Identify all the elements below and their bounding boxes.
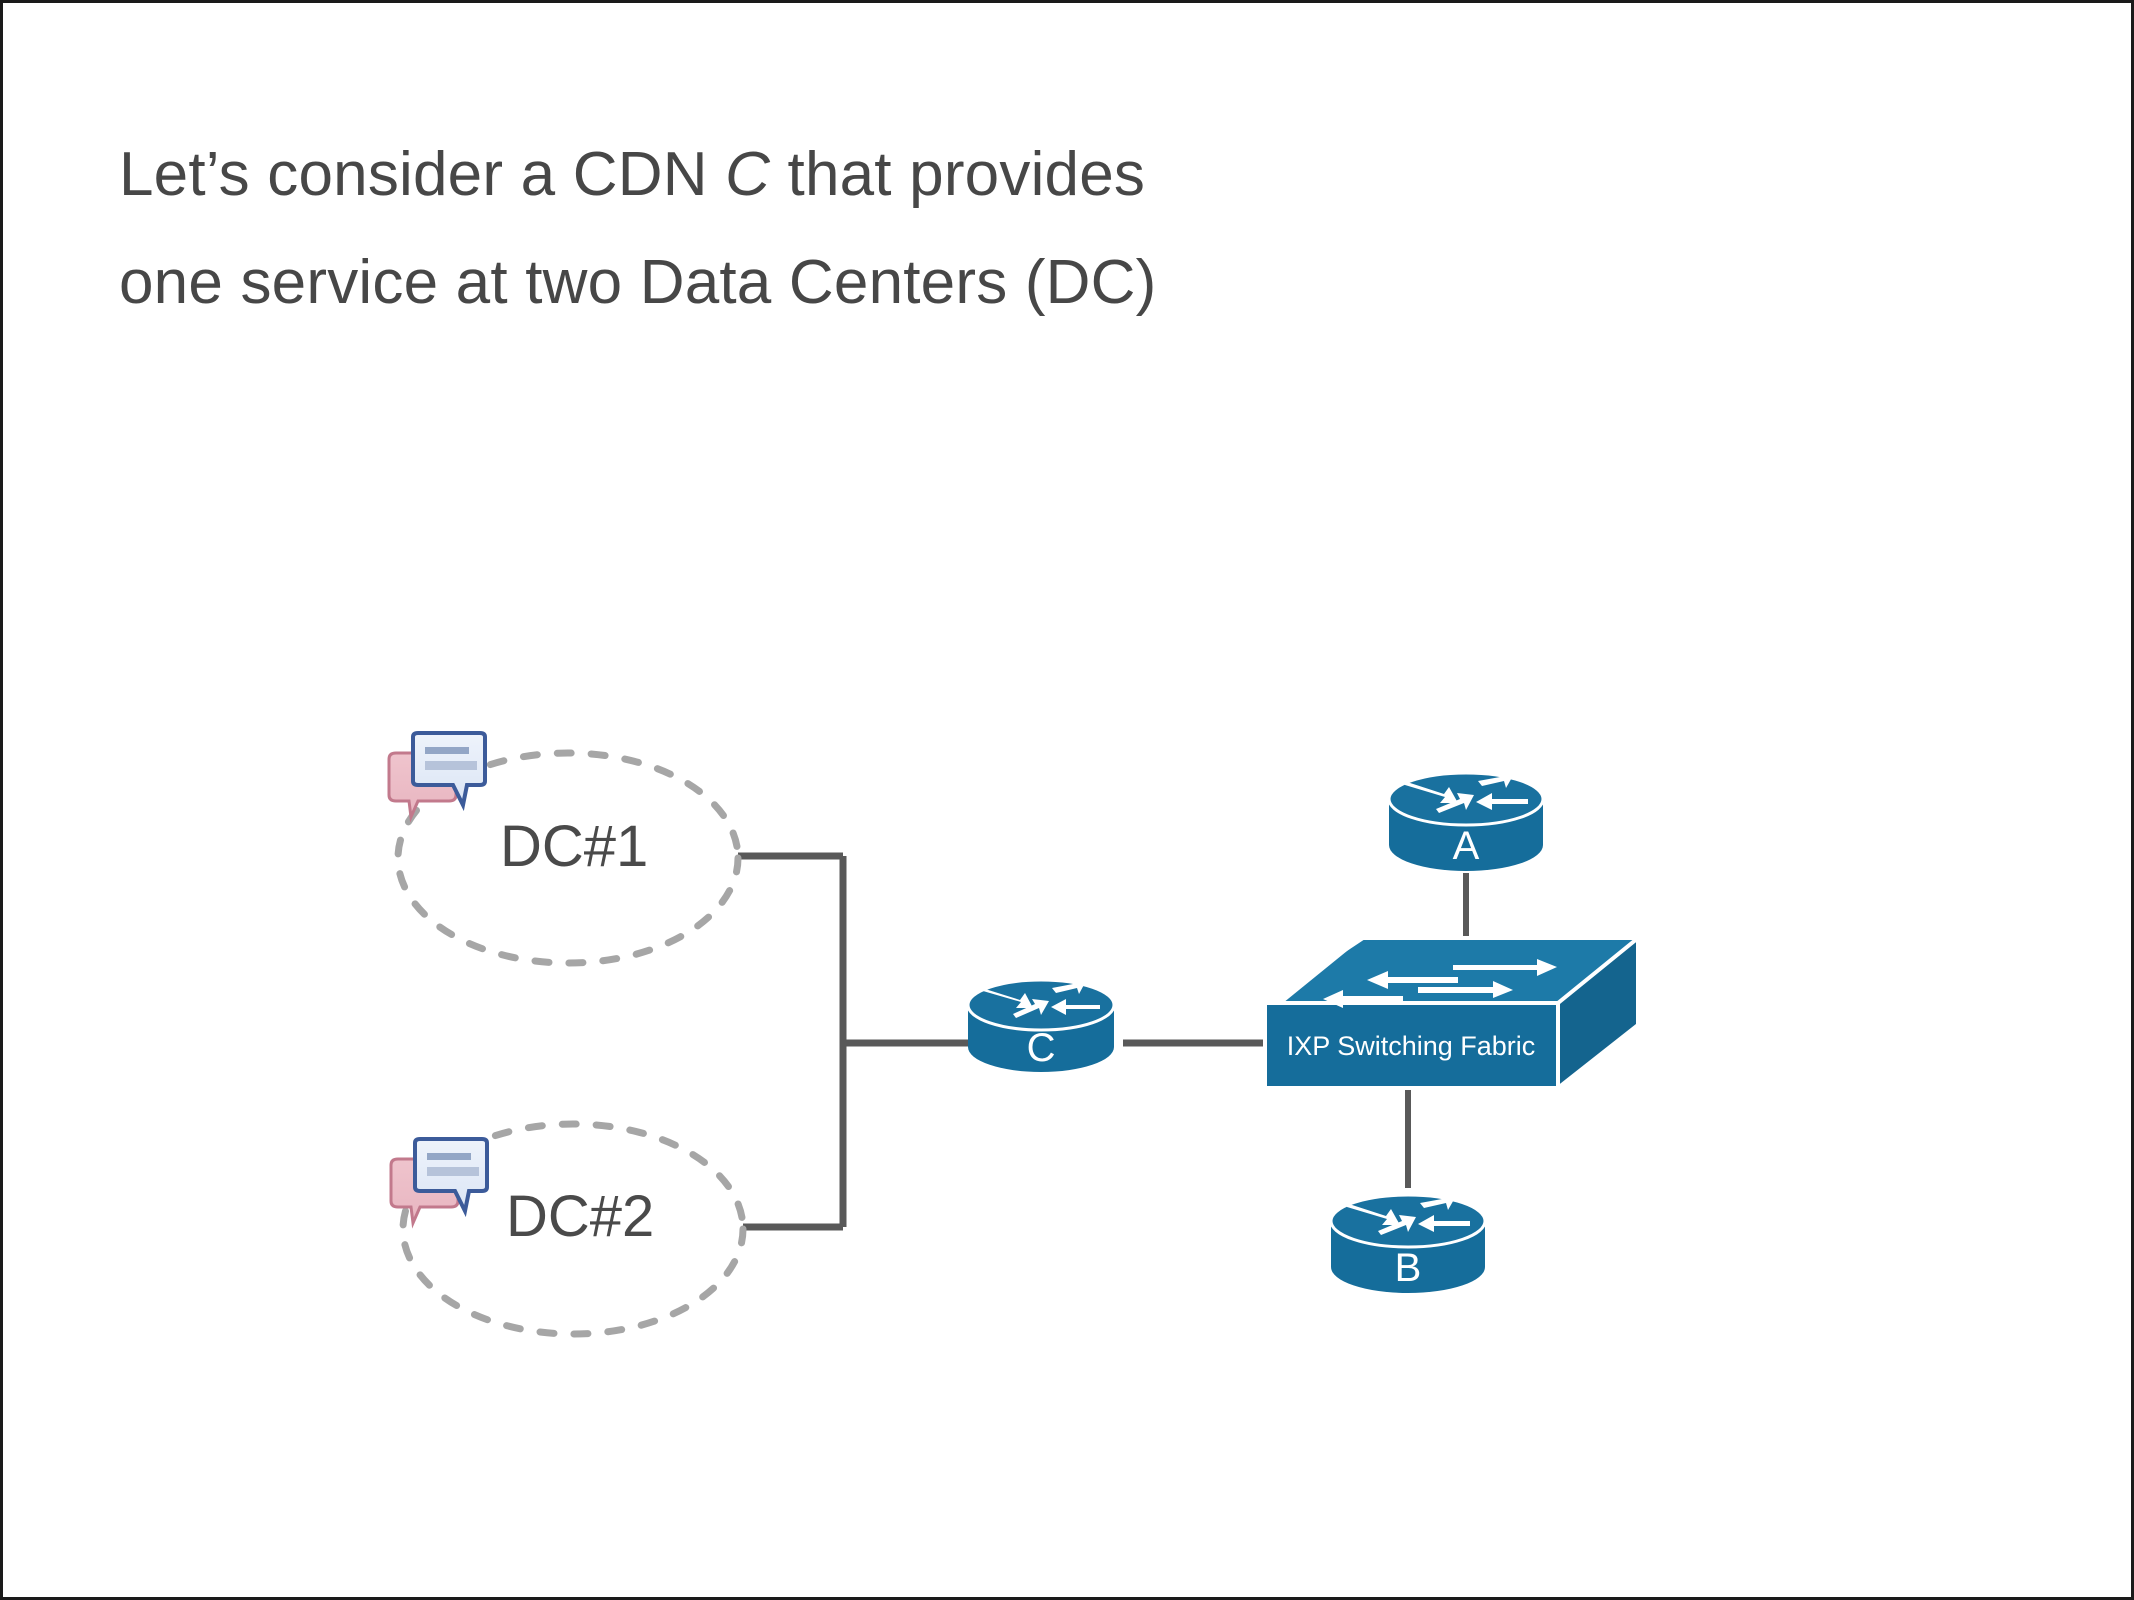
chat-bubbles-icon bbox=[387, 731, 487, 823]
page-title: Let’s consider a CDN C that provides one… bbox=[119, 121, 1519, 337]
switch-top-face bbox=[1283, 938, 1638, 1003]
router-node-b[interactable]: B bbox=[1329, 1193, 1487, 1293]
router-icon bbox=[966, 978, 1116, 1072]
router-arrows bbox=[1346, 1193, 1470, 1235]
ixp-switch-label: IXP Switching Fabric bbox=[1287, 1031, 1536, 1061]
title-cdn-symbol: C bbox=[725, 140, 771, 209]
title-line-2: one service at two Data Centers (DC) bbox=[119, 248, 1157, 317]
router-node-c[interactable]: C bbox=[966, 978, 1116, 1072]
chat-bubble-text-line-2 bbox=[427, 1167, 479, 1176]
chat-bubble-text-line-1 bbox=[427, 1153, 471, 1160]
dc1-label: DC#1 bbox=[500, 814, 649, 879]
router-label-a: A bbox=[1453, 824, 1480, 868]
dc2-label: DC#2 bbox=[506, 1184, 655, 1249]
router-node-a[interactable]: A bbox=[1387, 771, 1545, 871]
network-diagram: A B bbox=[3, 3, 2131, 1597]
dc2-boundary-ellipse bbox=[399, 1120, 747, 1338]
chat-bubble-text-line-1 bbox=[425, 747, 469, 754]
title-line-1-part-b: that provides bbox=[770, 140, 1146, 209]
chat-bubble-blue bbox=[413, 1137, 489, 1218]
dc1-boundary-ellipse bbox=[394, 749, 742, 967]
switch-edges bbox=[1258, 936, 1644, 1090]
router-arrows bbox=[982, 978, 1100, 1018]
router-label-b: B bbox=[1395, 1246, 1422, 1290]
switch-front-face bbox=[1265, 1003, 1558, 1088]
title-line-1: Let’s consider a CDN C that provides bbox=[119, 121, 1519, 229]
ixp-switch-node[interactable]: IXP Switching Fabric bbox=[1258, 936, 1644, 1090]
router-icon bbox=[1387, 771, 1545, 871]
chat-bubble-text-line-2 bbox=[425, 761, 477, 770]
chat-bubble-blue bbox=[411, 731, 487, 812]
router-icon bbox=[1329, 1193, 1487, 1293]
switch-arrows bbox=[1323, 959, 1557, 1008]
switch-right-face bbox=[1558, 938, 1638, 1088]
router-label-c: C bbox=[1027, 1026, 1056, 1070]
title-line-1-part-a: Let’s consider a CDN bbox=[119, 140, 726, 209]
diagram-svg: A B bbox=[387, 731, 1644, 1338]
chat-bubbles-icon bbox=[389, 1137, 489, 1229]
router-arrows bbox=[1404, 771, 1528, 813]
